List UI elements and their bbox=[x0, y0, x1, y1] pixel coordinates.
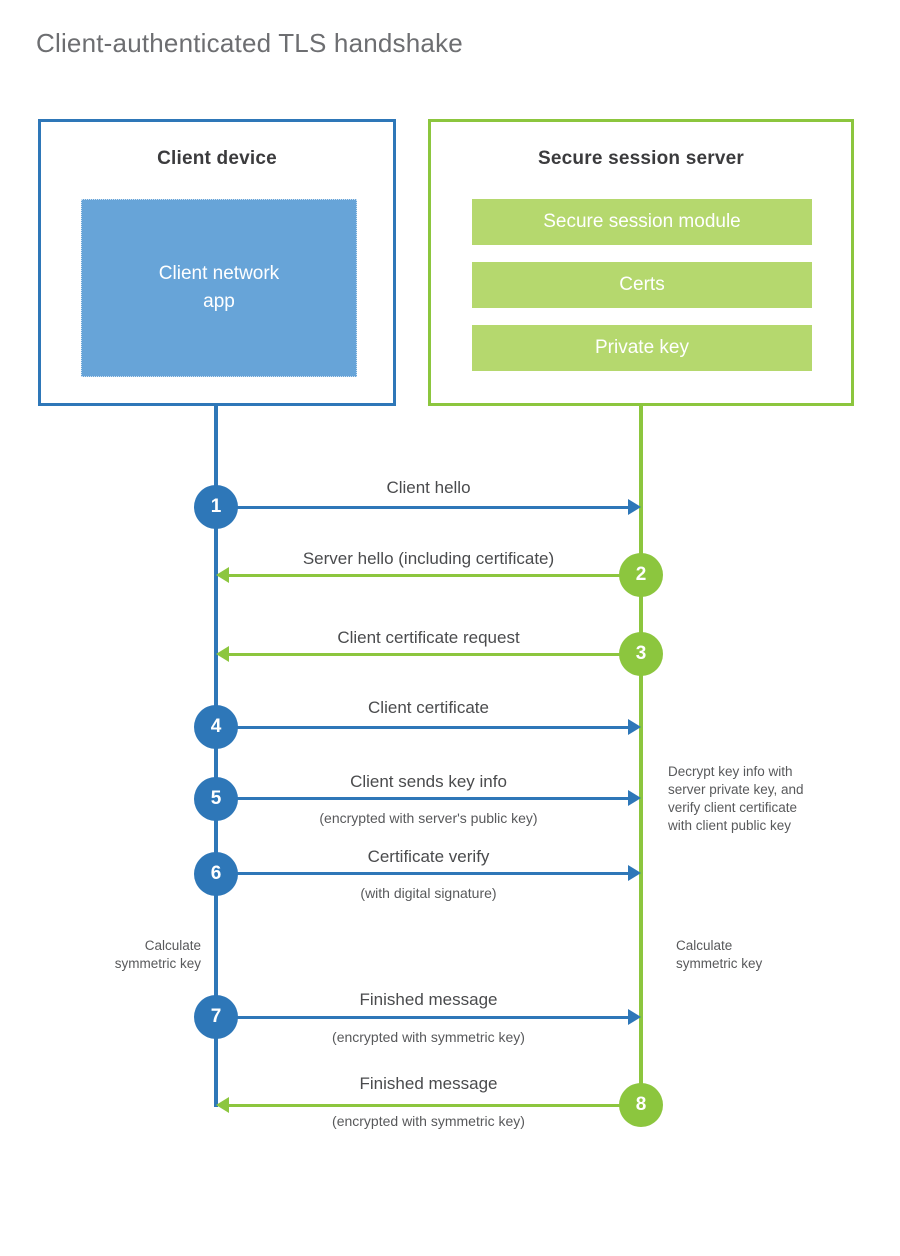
client-lifeline bbox=[214, 403, 218, 1107]
secure-session-server-title: Secure session server bbox=[538, 148, 744, 169]
message-4-arrowhead-icon bbox=[628, 719, 641, 735]
message-7-arrowhead-icon bbox=[628, 1009, 641, 1025]
step-badge-4[interactable]: 4 bbox=[194, 705, 238, 749]
message-4-label: Client certificate bbox=[368, 698, 489, 717]
step-badge-7[interactable]: 7 bbox=[194, 995, 238, 1039]
message-5-sublabel: (encrypted with server's public key) bbox=[319, 810, 538, 826]
message-6-arrowhead-icon bbox=[628, 865, 641, 881]
message-3-arrowhead-icon bbox=[216, 646, 229, 662]
message-7-line bbox=[216, 1016, 628, 1019]
server-component-private-key: Private key bbox=[472, 325, 812, 371]
server-component-secure-session-module: Secure session module bbox=[472, 199, 812, 245]
step-badge-6[interactable]: 6 bbox=[194, 852, 238, 896]
client-device-title: Client device bbox=[157, 148, 277, 169]
message-5-label: Client sends key info bbox=[350, 772, 507, 791]
message-5-line bbox=[216, 797, 628, 800]
message-2-line bbox=[229, 574, 641, 577]
secure-session-server-box: Secure session server Secure session mod… bbox=[428, 119, 854, 406]
message-7-sublabel: (encrypted with symmetric key) bbox=[332, 1029, 525, 1045]
message-8-line bbox=[229, 1104, 641, 1107]
message-3-label: Client certificate request bbox=[337, 628, 520, 647]
step-badge-5[interactable]: 5 bbox=[194, 777, 238, 821]
message-7-label: Finished message bbox=[359, 990, 498, 1009]
server-calculate-symmetric-key-annotation: Calculate symmetric key bbox=[676, 938, 763, 971]
message-1-arrowhead-icon bbox=[628, 499, 641, 515]
message-2-label: Server hello (including certificate) bbox=[302, 549, 555, 568]
client-network-app-block: Client network app bbox=[81, 199, 357, 377]
page-title: Client-authenticated TLS handshake bbox=[36, 28, 463, 58]
message-3-line bbox=[229, 653, 641, 656]
message-8-sublabel: (encrypted with symmetric key) bbox=[332, 1113, 525, 1129]
client-calculate-symmetric-key-annotation: Calculate symmetric key bbox=[114, 938, 201, 971]
message-8-label: Finished message bbox=[359, 1074, 498, 1093]
message-6-label: Certificate verify bbox=[367, 847, 490, 866]
step-badge-3[interactable]: 3 bbox=[619, 632, 663, 676]
message-6-sublabel: (with digital signature) bbox=[360, 885, 497, 901]
step-badge-1[interactable]: 1 bbox=[194, 485, 238, 529]
message-5-arrowhead-icon bbox=[628, 790, 641, 806]
message-1-line bbox=[216, 506, 628, 509]
message-6-line bbox=[216, 872, 628, 875]
step-badge-8[interactable]: 8 bbox=[619, 1083, 663, 1127]
message-1-label: Client hello bbox=[386, 478, 471, 497]
server-lifeline bbox=[639, 403, 643, 1107]
client-device-box: Client device Client network app bbox=[38, 119, 396, 406]
step-badge-2[interactable]: 2 bbox=[619, 553, 663, 597]
message-4-line bbox=[216, 726, 628, 729]
message-8-arrowhead-icon bbox=[216, 1097, 229, 1113]
server-component-certs: Certs bbox=[472, 262, 812, 308]
message-2-arrowhead-icon bbox=[216, 567, 229, 583]
server-decrypt-annotation: Decrypt key info with server private key… bbox=[668, 764, 804, 833]
